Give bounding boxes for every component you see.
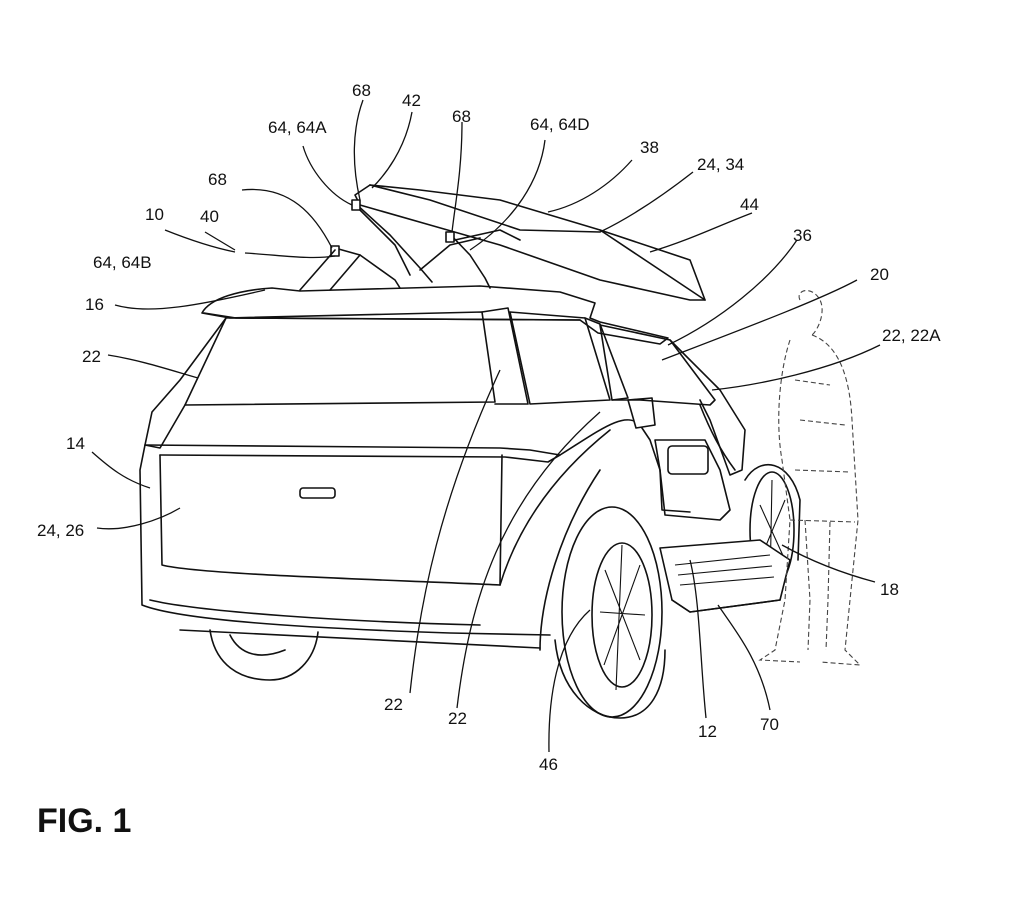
label-64-64D: 64, 64D: [530, 115, 590, 134]
label-22-left: 22: [82, 347, 101, 366]
label-44: 44: [740, 195, 759, 214]
label-24-26: 24, 26: [37, 521, 84, 540]
label-68-mid: 68: [452, 107, 471, 126]
vehicle-drawing: [139, 184, 801, 719]
label-64-64A: 64, 64A: [268, 118, 327, 137]
label-68-top: 68: [352, 81, 371, 100]
label-68-left: 68: [208, 170, 227, 189]
label-10: 10: [145, 205, 164, 224]
label-22-bottom-left: 22: [384, 695, 403, 714]
label-38: 38: [640, 138, 659, 157]
label-16: 16: [85, 295, 104, 314]
label-14: 14: [66, 434, 85, 453]
label-70: 70: [760, 715, 779, 734]
label-42: 42: [402, 91, 421, 110]
label-24-34: 24, 34: [697, 155, 744, 174]
figure-label: FIG. 1: [37, 802, 131, 840]
person-outline: [758, 290, 862, 666]
label-18: 18: [880, 580, 899, 599]
label-46: 46: [539, 755, 558, 774]
label-36: 36: [793, 226, 812, 245]
label-64-64B: 64, 64B: [93, 253, 152, 272]
label-22-22A: 22, 22A: [882, 326, 941, 345]
leader-lines: [91, 99, 881, 753]
label-12: 12: [698, 722, 717, 741]
reference-labels: 68 42 68 64, 64A 64, 64D 38 24, 34 68 44…: [37, 81, 941, 774]
label-22-bottom-right: 22: [448, 709, 467, 728]
label-40: 40: [200, 207, 219, 226]
label-20: 20: [870, 265, 889, 284]
